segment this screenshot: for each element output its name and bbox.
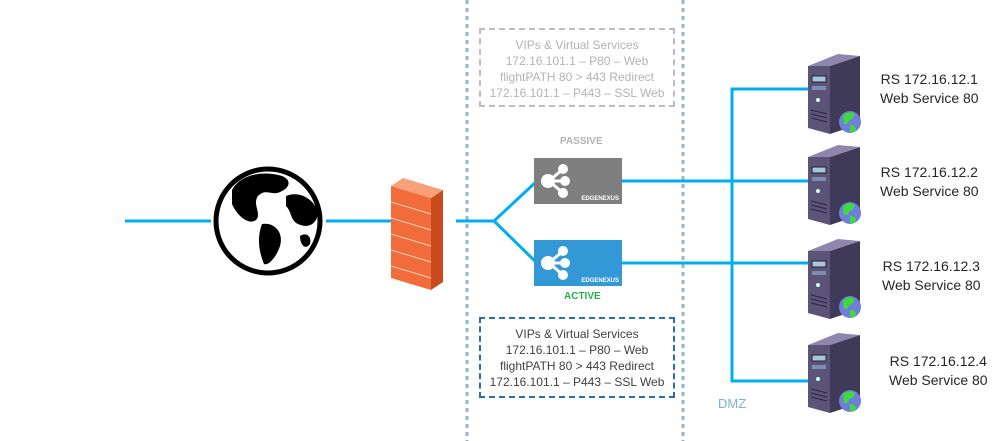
server-label-2: RS 172.16.12.2 Web Service 80	[880, 163, 979, 201]
dmz-zone-label: DMZ	[718, 396, 747, 411]
active-vip-title: VIPs & Virtual Services	[515, 327, 639, 341]
passive-vip-title: VIPs & Virtual Services	[515, 38, 639, 52]
link-to-active-lb	[492, 219, 539, 265]
server-icon	[808, 239, 861, 319]
passive-state-label: PASSIVE	[560, 136, 603, 147]
share-nodes-icon	[541, 164, 570, 198]
active-vip-line: 172.16.101.1 – P80 – Web	[505, 343, 649, 357]
server-icon	[808, 333, 861, 413]
passive-lb-brand: EDGENEXUS	[581, 196, 619, 202]
link-server-bus	[730, 87, 810, 383]
server-label-3: RS 172.16.12.3 Web Service 80	[882, 257, 981, 295]
server-ip: RS 172.16.12.1	[880, 71, 978, 87]
server-ip: RS 172.16.12.3	[882, 258, 980, 274]
passive-load-balancer: EDGENEXUS	[534, 158, 622, 204]
active-load-balancer: EDGENEXUS	[534, 240, 622, 286]
server-service: Web Service 80	[882, 277, 981, 293]
server-ip: RS 172.16.12.4	[889, 353, 987, 369]
passive-vip-line: 172.16.101.1 – P443 – SSL Web	[489, 86, 665, 100]
server-label-1: RS 172.16.12.1 Web Service 80	[880, 70, 979, 108]
share-nodes-icon	[541, 246, 570, 280]
server-ip: RS 172.16.12.2	[880, 164, 978, 180]
server-icon	[808, 145, 861, 225]
server-label-4: RS 172.16.12.4 Web Service 80	[889, 352, 988, 390]
passive-vip-box: VIPs & Virtual Services 172.16.101.1 – P…	[479, 28, 675, 107]
server-service: Web Service 80	[880, 90, 979, 106]
active-vip-box: VIPs & Virtual Services 172.16.101.1 – P…	[479, 317, 675, 398]
active-lb-brand: EDGENEXUS	[581, 278, 619, 284]
passive-vip-line: flightPATH 80 > 443 Redirect	[500, 70, 654, 84]
active-vip-line: flightPATH 80 > 443 Redirect	[500, 359, 654, 373]
active-state-label: ACTIVE	[564, 291, 601, 302]
active-vip-line: 172.16.101.1 – P443 – SSL Web	[489, 375, 665, 389]
firewall-icon	[390, 178, 443, 290]
link-to-passive-lb	[492, 179, 539, 223]
server-service: Web Service 80	[880, 183, 979, 199]
globe-icon	[213, 166, 323, 276]
server-icon	[808, 54, 861, 134]
server-service: Web Service 80	[889, 372, 988, 388]
passive-vip-line: 172.16.101.1 – P80 – Web	[505, 54, 649, 68]
